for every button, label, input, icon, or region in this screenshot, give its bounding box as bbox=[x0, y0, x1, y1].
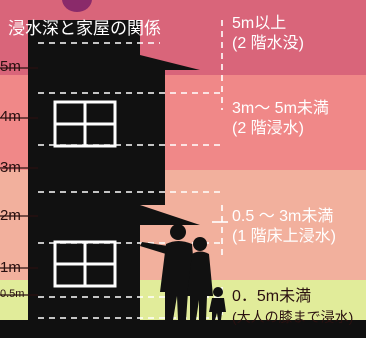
y-label-1m: 1m bbox=[0, 259, 21, 276]
y-label-3m: 3m bbox=[0, 159, 21, 176]
section-badge bbox=[62, 0, 92, 12]
category-under-05m-line2: (大人の膝まで浸水) bbox=[232, 309, 354, 325]
diagram-title: 浸水深と家屋の関係 bbox=[8, 19, 161, 38]
category-05m-3m-line1: 0.5 〜 3m未満 bbox=[232, 208, 334, 225]
y-label-2m: 2m bbox=[0, 207, 21, 224]
category-under-05m-line1: 0．5m未満 bbox=[232, 288, 312, 305]
category-3m-5m: 3m〜 5m未満 (2 階浸水) bbox=[232, 99, 329, 139]
connectors bbox=[212, 20, 228, 318]
category-3m-5m-line1: 3m〜 5m未満 bbox=[232, 100, 329, 117]
category-5m-plus-line2: (2 階水没) bbox=[232, 35, 305, 52]
y-ticks bbox=[0, 67, 38, 296]
category-05m-3m-line2: (1 階床上浸水) bbox=[232, 228, 337, 245]
y-label-5m: 5m bbox=[0, 58, 21, 75]
y-label-05m: 0.5m bbox=[0, 288, 25, 300]
window-upper bbox=[53, 100, 117, 148]
category-05m-3m: 0.5 〜 3m未満 (1 階床上浸水) bbox=[232, 207, 336, 247]
window-lower bbox=[53, 240, 117, 288]
category-3m-5m-line2: (2 階浸水) bbox=[232, 120, 305, 137]
category-5m-plus-line1: 5m以上 bbox=[232, 15, 287, 32]
category-under-05m: 0．5m未満 (大人の膝まで浸水) bbox=[232, 287, 353, 327]
category-5m-plus: 5m以上 (2 階水没) bbox=[232, 14, 304, 54]
ground bbox=[0, 320, 366, 338]
y-label-4m: 4m bbox=[0, 108, 21, 125]
level-lines bbox=[38, 42, 220, 319]
people-silhouette bbox=[140, 224, 226, 320]
